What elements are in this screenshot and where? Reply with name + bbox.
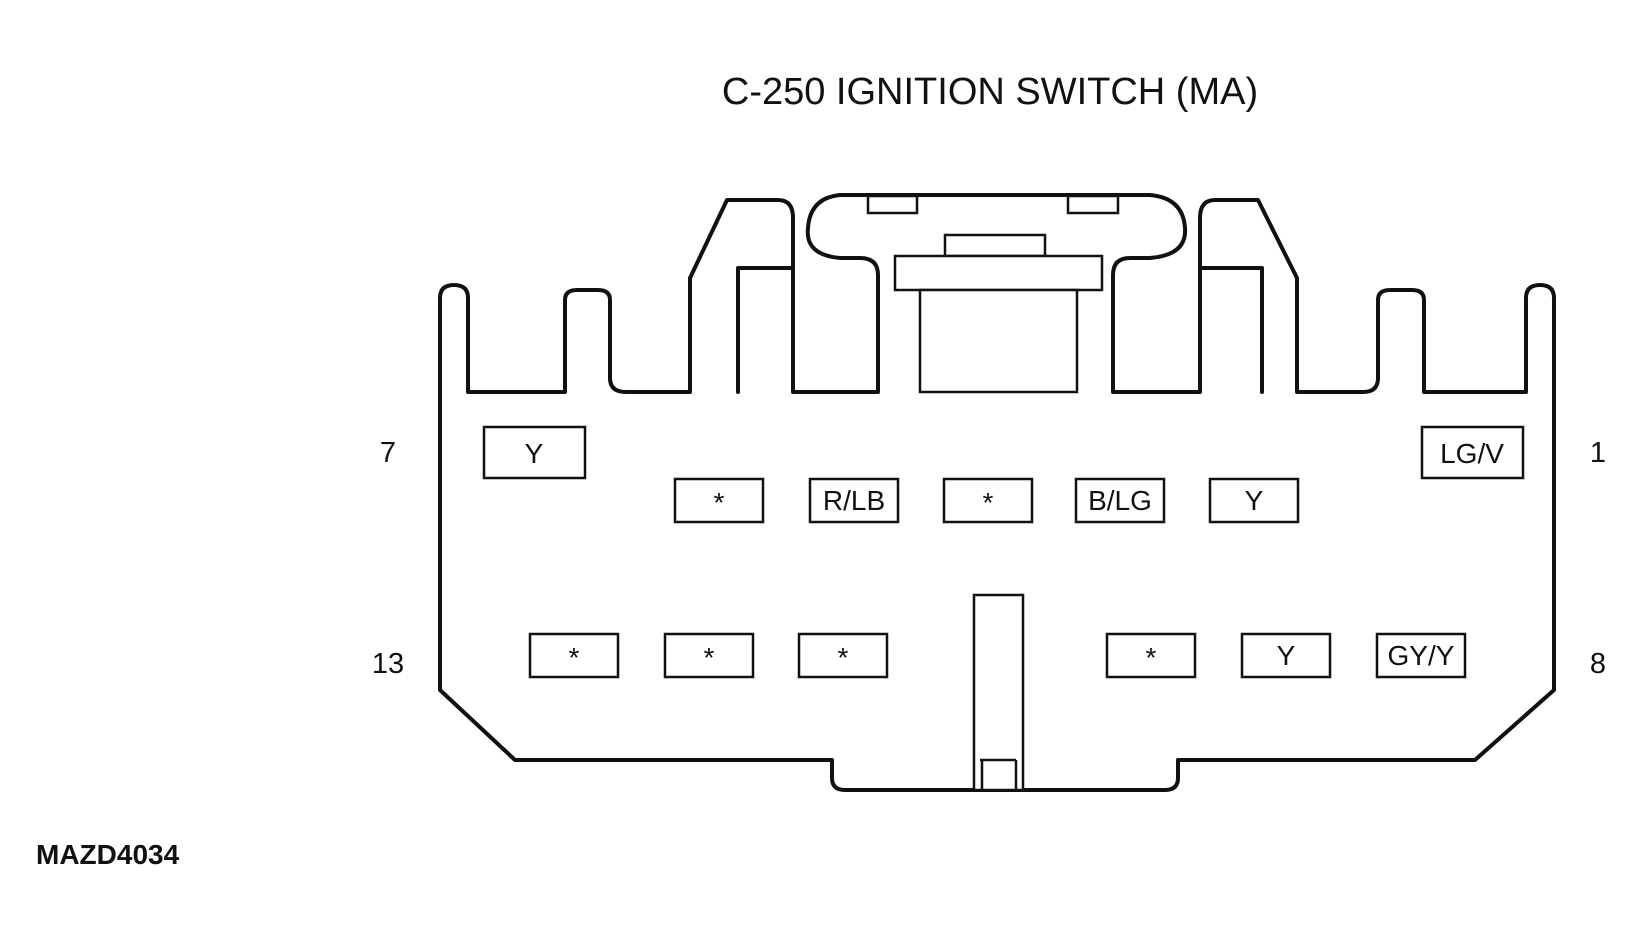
- pin-number-8: 8: [1590, 648, 1606, 680]
- cavity-label-13: *: [569, 642, 580, 673]
- cavity-box: [528, 632, 620, 679]
- cavity-box: [673, 477, 765, 524]
- cavity-box: [482, 425, 587, 480]
- diagram-title: C-250 IGNITION SWITCH (MA): [722, 71, 1258, 113]
- cavity-box: [1208, 477, 1300, 524]
- cavity-box: [1375, 632, 1467, 679]
- cavity-label-7: Y: [525, 438, 544, 469]
- cavity-label-12: *: [704, 642, 715, 673]
- cavity-box: [942, 477, 1034, 524]
- center-latch-bar: [893, 254, 1104, 292]
- center-latch-body: [918, 288, 1079, 394]
- cavity-label-3: B/LG: [1088, 485, 1152, 516]
- latch-tab: [1066, 194, 1120, 215]
- cavity-label-2: Y: [1245, 485, 1264, 516]
- cavity-box: [1240, 632, 1332, 679]
- cavity-label-11: *: [838, 642, 849, 673]
- cavity-label-10: *: [1146, 642, 1157, 673]
- upper-latch-detail: [1198, 266, 1264, 394]
- pin-number-7: 7: [380, 437, 396, 469]
- upper-latch-detail: [736, 266, 795, 394]
- connector-housing: [438, 193, 1556, 792]
- cavity-box: [1420, 425, 1525, 480]
- cavity-box: [1074, 477, 1166, 524]
- pin-number-13: 13: [372, 648, 404, 680]
- cavity-box: [808, 477, 900, 524]
- pin-number-1: 1: [1590, 437, 1606, 469]
- cavity-box: [1105, 632, 1197, 679]
- cavity-label-9: Y: [1277, 640, 1296, 671]
- latch-tab: [866, 194, 919, 215]
- cavity-label-4: *: [983, 487, 994, 518]
- center-latch-top: [943, 233, 1047, 258]
- cavity-box: [663, 632, 755, 679]
- figure-code: MAZD4034: [36, 839, 180, 870]
- cavity-label-6: *: [714, 487, 725, 518]
- cavity-box: [797, 632, 889, 679]
- cavity-label-5: R/LB: [823, 485, 885, 516]
- cavity-label-1: LG/V: [1440, 438, 1504, 469]
- cavity-label-8: GY/Y: [1388, 640, 1455, 671]
- center-key: [972, 593, 1025, 792]
